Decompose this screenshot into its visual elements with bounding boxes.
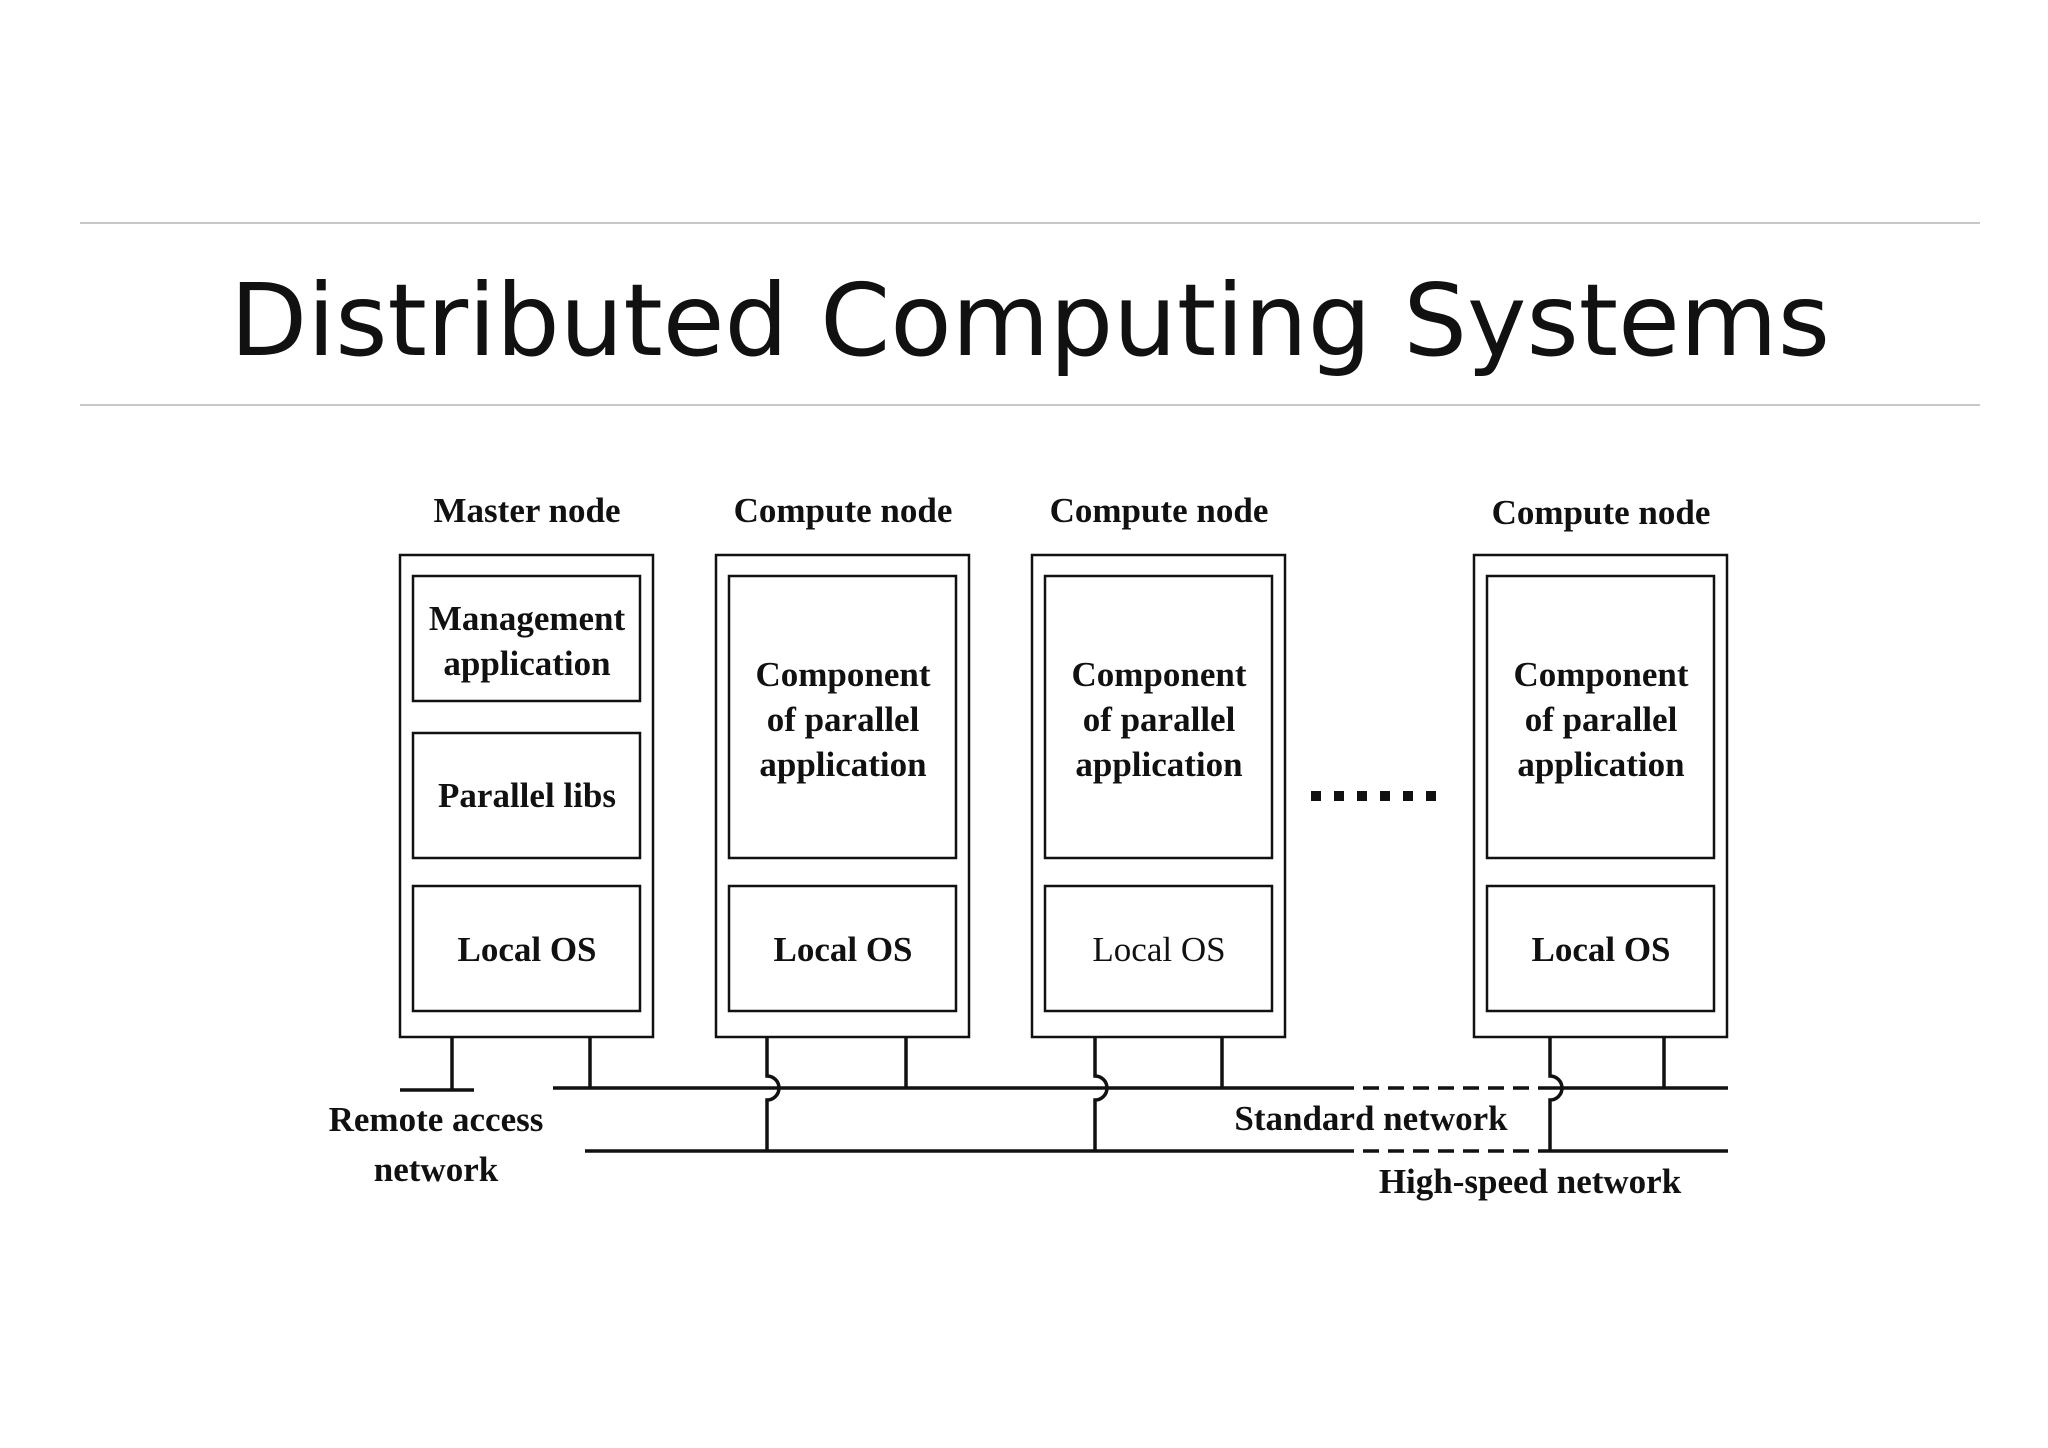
- compute-node-1-frame: [714, 553, 971, 1039]
- compute-node-1-header: Compute node: [734, 491, 953, 530]
- ellipsis-dot: [1426, 791, 1436, 801]
- compute-node-2-local-os-block: [1043, 884, 1274, 1013]
- compute-node-1-local-os-label: Local OS: [773, 930, 912, 969]
- compute-node-2-component-line1: Component: [1071, 655, 1246, 694]
- master-parallel-libs-label: Parallel libs: [438, 776, 616, 815]
- compute-node-1-component-block: [727, 574, 958, 860]
- compute-node-2-component-line3: application: [1075, 745, 1242, 784]
- compute-node-1-component-line2: of parallel: [767, 700, 920, 739]
- compute-node-1-component-line1: Component: [755, 655, 930, 694]
- standard-network-label: Standard network: [1234, 1099, 1508, 1138]
- master-node-header: Master node: [434, 491, 621, 530]
- master-management-line2: application: [443, 644, 610, 683]
- compute-node-3-frame: [1472, 553, 1729, 1039]
- compute-node-3-component-line3: application: [1517, 745, 1684, 784]
- compute-node-3-component-line1: Component: [1513, 655, 1688, 694]
- compute-node-2-component-block: [1043, 574, 1274, 860]
- remote-access-network-label-line1: Remote access: [329, 1100, 544, 1139]
- compute-node-2-header: Compute node: [1050, 491, 1269, 530]
- ellipsis-dot: [1403, 791, 1413, 801]
- compute-node-1-high-speed-drop: [765, 1037, 781, 1151]
- master-management-block: [411, 574, 642, 703]
- ellipsis-dot: [1311, 791, 1321, 801]
- master-local-os-label: Local OS: [457, 930, 596, 969]
- compute-node-1-local-os-block: [727, 884, 958, 1013]
- high-speed-network-label: High-speed network: [1379, 1162, 1682, 1201]
- compute-node-2-frame: [1030, 553, 1287, 1039]
- compute-node-2-local-os-label: Local OS: [1092, 930, 1225, 969]
- compute-node-3-high-speed-drop: [1548, 1037, 1564, 1151]
- ellipsis-dot: [1380, 791, 1390, 801]
- compute-node-1-component-line3: application: [759, 745, 926, 784]
- remote-access-network-label-line2: network: [374, 1150, 499, 1189]
- compute-node-3-local-os-block: [1485, 884, 1716, 1013]
- master-parallel-libs-block: [411, 731, 642, 860]
- ellipsis-dot: [1334, 791, 1344, 801]
- page-title: Distributed Computing Systems: [230, 262, 1830, 379]
- compute-node-3-local-os-label: Local OS: [1531, 930, 1670, 969]
- master-management-line1: Management: [429, 599, 626, 638]
- ellipsis-dots: [1311, 791, 1436, 801]
- master-node-frame: [398, 553, 655, 1039]
- compute-node-3-component-block: [1485, 574, 1716, 860]
- compute-node-2-high-speed-drop: [1093, 1037, 1109, 1151]
- compute-node-3-header: Compute node: [1492, 493, 1711, 532]
- master-local-os-block: [411, 884, 642, 1013]
- compute-node-2-component-line2: of parallel: [1083, 700, 1236, 739]
- ellipsis-dot: [1357, 791, 1367, 801]
- compute-node-3-component-line2: of parallel: [1525, 700, 1678, 739]
